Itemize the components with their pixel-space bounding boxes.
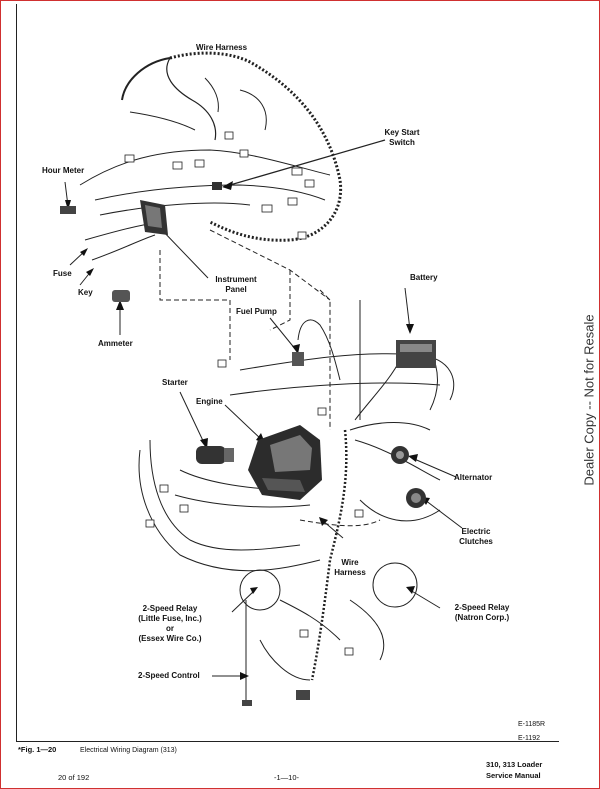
label-two-speed-control: 2-Speed Control xyxy=(138,671,200,680)
figure-code-2: E-1192 xyxy=(518,735,541,742)
label-hour-meter: Hour Meter xyxy=(42,166,85,175)
connector-tags xyxy=(124,131,364,656)
label-wire-harness-mid-line2: Harness xyxy=(334,568,366,577)
label-key-start-line2: Switch xyxy=(389,138,415,147)
instrument-panel-component xyxy=(140,200,168,235)
page-count: 20 of 192 xyxy=(58,773,90,782)
battery-component xyxy=(396,340,436,368)
ammeter-component xyxy=(112,290,130,302)
label-battery: Battery xyxy=(410,273,438,282)
label-relay-little-fuse: 2-Speed Relay (Little Fuse, Inc.) or (Es… xyxy=(120,604,220,644)
label-relay-natron-line1: 2-Speed Relay xyxy=(454,603,510,612)
label-key-start-line1: Key Start xyxy=(384,128,420,137)
label-fuel-pump: Fuel Pump xyxy=(236,307,277,316)
diagram-frame xyxy=(16,4,559,742)
label-alternator: Alternator xyxy=(454,473,493,482)
label-clutches-line2: Clutches xyxy=(459,537,493,546)
label-relay-natron-line2: (Natron Corp.) xyxy=(454,613,510,622)
label-key: Key xyxy=(78,288,93,297)
hour-meter-component xyxy=(60,206,76,214)
label-key-start-switch: Key Start Switch xyxy=(372,128,432,148)
label-clutches-line1: Electric xyxy=(461,527,491,536)
label-electric-clutches: Electric Clutches xyxy=(448,527,504,547)
engine-component xyxy=(248,425,322,500)
starter-component xyxy=(196,446,234,464)
label-wire-harness-top: Wire Harness xyxy=(196,43,248,52)
two-speed-control-component xyxy=(242,690,310,706)
dealer-copy-watermark: Dealer Copy -- Not for Resale xyxy=(581,314,597,486)
figure-code-1: E-1185R xyxy=(518,721,546,728)
label-relay-lf-line4: (Essex Wire Co.) xyxy=(138,634,202,643)
key-start-switch-component xyxy=(212,182,222,190)
label-relay-natron: 2-Speed Relay (Natron Corp.) xyxy=(440,603,524,623)
label-instrument-line1: Instrument xyxy=(215,275,257,284)
label-ammeter: Ammeter xyxy=(98,339,133,348)
fuel-pump-component xyxy=(292,352,304,366)
top-harness-left xyxy=(121,57,171,101)
label-wire-harness-mid: Wire Harness xyxy=(328,558,372,578)
alternator-component xyxy=(391,446,409,464)
label-starter: Starter xyxy=(162,378,188,387)
label-wire-harness-mid-line1: Wire xyxy=(341,558,359,567)
electric-clutches-component xyxy=(406,488,426,508)
figure-caption: Electrical Wiring Diagram (313) xyxy=(80,747,177,754)
label-instrument-line2: Panel xyxy=(225,285,247,294)
label-engine: Engine xyxy=(196,397,223,406)
label-instrument-panel: Instrument Panel xyxy=(206,275,266,295)
model-line2: Service Manual xyxy=(486,771,541,780)
figure-number: *Fig. 1—20 xyxy=(18,745,57,754)
model-line1: 310, 313 Loader xyxy=(486,760,543,769)
label-relay-lf-line3: or xyxy=(166,624,174,633)
page-number: -1—10- xyxy=(274,773,300,782)
label-relay-lf-line1: 2-Speed Relay xyxy=(142,604,198,613)
top-harness-loop xyxy=(169,51,343,242)
panel-wiring xyxy=(79,149,331,186)
label-relay-lf-line2: (Little Fuse, Inc.) xyxy=(138,614,202,623)
label-fuse: Fuse xyxy=(53,269,72,278)
